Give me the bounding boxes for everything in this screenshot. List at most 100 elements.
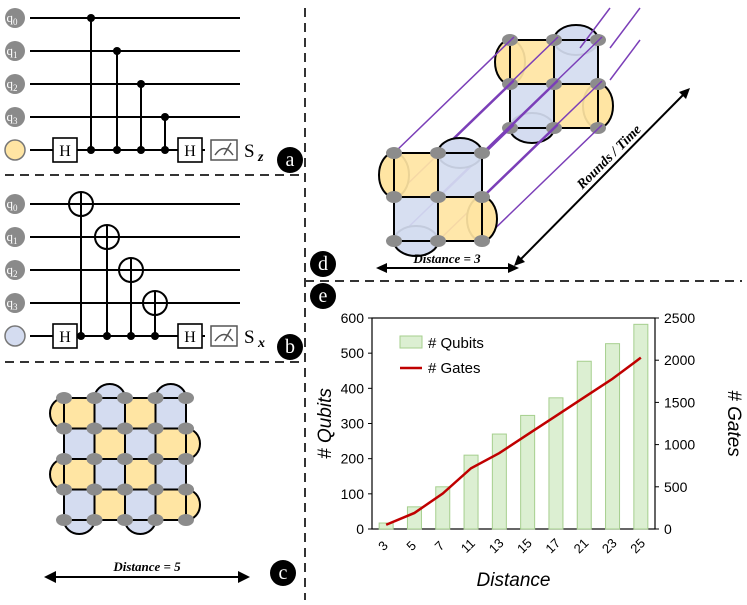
y2-tick-label: 500 xyxy=(664,479,688,495)
qubit-dot xyxy=(5,293,25,313)
x-tick-label: 3 xyxy=(375,538,391,554)
panel-badge xyxy=(277,334,303,360)
gate-label: H xyxy=(59,329,71,346)
plaquette xyxy=(154,458,187,491)
plaquette xyxy=(437,196,483,242)
data-qubit xyxy=(474,235,490,247)
gate-h-left: H xyxy=(52,137,78,163)
panel-badge xyxy=(310,283,336,309)
qubit-index: 0 xyxy=(13,17,18,27)
panel-label-d: d xyxy=(310,251,336,277)
data-qubit xyxy=(86,483,103,496)
data-qubit xyxy=(56,392,72,404)
arrow-shaft xyxy=(517,91,687,263)
bar-25 xyxy=(633,323,649,530)
gate-h-left: H xyxy=(52,323,78,349)
patch-front xyxy=(378,137,498,257)
control-dot xyxy=(137,80,145,88)
qubit-label: q3 xyxy=(5,293,25,313)
qubit-index: 1 xyxy=(13,50,18,60)
controlled-gate-1 xyxy=(94,224,120,340)
bar-11 xyxy=(463,454,479,530)
plaquette xyxy=(154,488,187,521)
y-tick-label: 200 xyxy=(341,451,365,467)
control-dot xyxy=(87,14,95,22)
qubit-label: q2 xyxy=(5,260,25,280)
controlled-gate-2 xyxy=(137,80,145,154)
qubit-label: q0 xyxy=(5,194,25,214)
panel-badge xyxy=(277,147,303,173)
distance-label: Distance = 5 xyxy=(112,559,181,574)
gate-box xyxy=(52,137,78,163)
meter-needle xyxy=(223,328,232,342)
x-axis-label: Distance xyxy=(477,570,551,591)
y2-tick-label: 1500 xyxy=(664,394,695,410)
time-line xyxy=(481,80,603,198)
time-line xyxy=(437,36,559,154)
data-qubit xyxy=(430,191,446,203)
data-qubit xyxy=(147,453,164,465)
plaquette xyxy=(63,488,96,521)
data-qubit xyxy=(56,483,72,496)
distance-arrow xyxy=(44,571,250,583)
ancilla-qubit xyxy=(4,325,26,347)
control-dot xyxy=(161,146,169,154)
data-qubit xyxy=(386,191,402,203)
qubit-dot xyxy=(5,107,25,127)
qubit-index: 0 xyxy=(13,203,18,213)
y-tick-label: 0 xyxy=(356,521,364,537)
control-dot xyxy=(77,332,85,340)
legend-label-gates: # Gates xyxy=(428,360,481,377)
y-tick-label: 600 xyxy=(341,310,365,326)
qubit-dot xyxy=(5,41,25,61)
meter-arc xyxy=(214,333,234,342)
bar-21 xyxy=(576,360,592,530)
gate-box xyxy=(177,323,203,349)
stabilizer-label: S xyxy=(244,327,255,348)
x-tick-label: 11 xyxy=(458,536,478,556)
time-line xyxy=(579,7,611,49)
qubit-dot xyxy=(5,194,25,214)
y2-tick-label: 1000 xyxy=(664,437,695,453)
data-qubit xyxy=(117,514,133,526)
arrow-head xyxy=(679,88,690,99)
qubit-name: q0 xyxy=(7,10,19,27)
arrow-head-left xyxy=(44,571,56,583)
qubit-name: q0 xyxy=(7,196,19,213)
controlled-gate-1 xyxy=(113,47,121,154)
x-tick-label: 23 xyxy=(599,535,620,556)
y-tick-label: 500 xyxy=(341,345,365,361)
meter-needle xyxy=(223,142,232,156)
stabilizer-label: S xyxy=(244,141,255,162)
panel-letter: b xyxy=(285,336,295,358)
gate-h-right: H xyxy=(177,137,203,163)
plaquette xyxy=(124,458,157,491)
plaquette xyxy=(93,397,126,430)
plaquette xyxy=(124,488,157,521)
panel-label-c: c xyxy=(270,560,296,586)
data-qubit xyxy=(430,147,446,159)
control-dot xyxy=(103,332,111,340)
gate-box xyxy=(177,137,203,163)
legend: # Qubits # Gates xyxy=(399,335,484,377)
distance-label: Distance = 3 xyxy=(412,251,481,266)
legend-label-qubits: # Qubits xyxy=(428,335,484,352)
meter-box xyxy=(210,139,238,161)
data-qubit xyxy=(386,235,402,247)
data-qubit xyxy=(117,392,133,404)
qubit-label: q1 xyxy=(5,41,25,61)
data-qubit xyxy=(147,514,164,526)
controlled-gate-3 xyxy=(142,290,168,340)
time-line xyxy=(609,7,641,49)
qubit-index: 2 xyxy=(13,83,18,93)
time-line xyxy=(481,36,603,154)
gate-label: H xyxy=(59,143,71,160)
qubit-name: q3 xyxy=(7,295,19,312)
qubit-index: 3 xyxy=(13,116,18,126)
surface-code-d5: Distance = 5 xyxy=(44,383,250,583)
qubit-name: q2 xyxy=(7,262,18,279)
